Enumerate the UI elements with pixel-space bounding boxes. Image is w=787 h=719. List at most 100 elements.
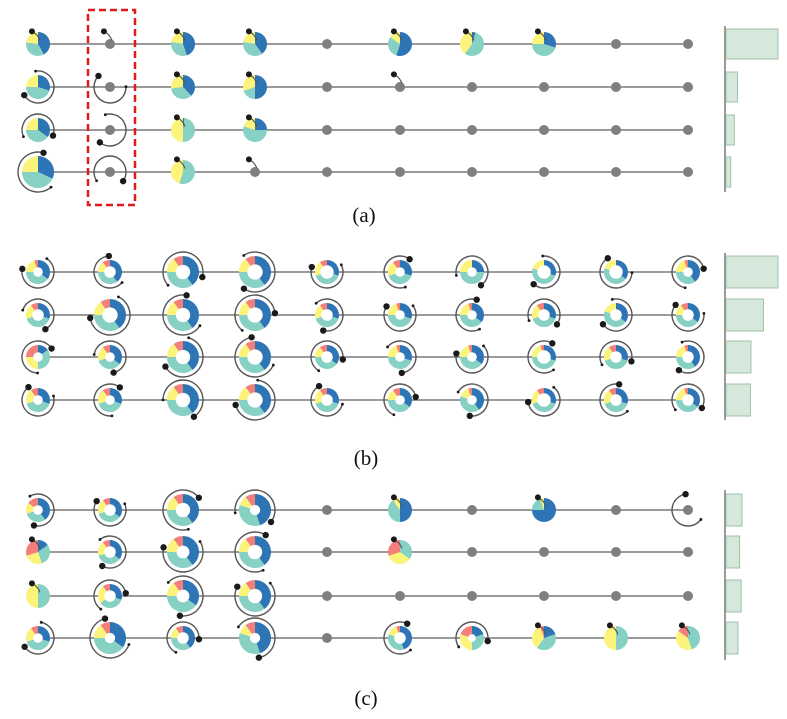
- glyph-hole: [33, 267, 43, 277]
- glyph-ring: [93, 340, 127, 374]
- glyph-ring: [602, 298, 633, 332]
- glyph-slice: [38, 498, 50, 520]
- event-glyph: [160, 536, 204, 573]
- glyph-ring: [21, 258, 55, 289]
- glyph-slice: [183, 580, 199, 606]
- ring-tick: [34, 69, 38, 73]
- glyph-ring: [383, 255, 411, 289]
- timeline-node: [467, 591, 477, 601]
- glyph-ring: [234, 582, 276, 617]
- glyph-slice: [167, 357, 193, 373]
- timeline-node: [395, 591, 405, 601]
- ring-tick: [456, 390, 460, 394]
- event-glyph: [388, 536, 412, 564]
- stem-handle: [534, 622, 541, 629]
- glyph-slice: [400, 626, 412, 650]
- glyph-hole: [249, 504, 261, 516]
- glyph-ring: [234, 531, 267, 573]
- glyph-hole: [33, 505, 43, 515]
- glyph-slice: [38, 31, 51, 55]
- ring-handle: [466, 412, 473, 420]
- event-glyph: [455, 296, 484, 332]
- glyph-hole: [105, 395, 115, 405]
- ring-tick: [52, 394, 55, 398]
- glyph-hole: [247, 588, 263, 604]
- glyph-hole: [321, 351, 333, 363]
- glyph-slice: [255, 622, 272, 654]
- glyph-hole: [247, 392, 263, 408]
- event-glyph: [383, 255, 413, 289]
- ring-handle: [240, 285, 248, 292]
- glyph-slice: [38, 118, 50, 138]
- glyph-slice: [388, 400, 410, 412]
- event-glyph: [675, 340, 705, 374]
- glyph-slice: [315, 400, 339, 412]
- panel-b-label: (b): [354, 446, 379, 470]
- glyph-slice: [110, 540, 122, 560]
- glyph-slice: [183, 299, 199, 328]
- glyph-hole: [247, 264, 263, 280]
- stem-handle: [534, 28, 541, 35]
- ring-tick: [120, 281, 124, 284]
- event-glyph: [162, 251, 206, 288]
- stem-handle: [173, 114, 180, 121]
- glyph-hole: [467, 395, 477, 405]
- event-glyph: [21, 620, 55, 655]
- event-glyph: [232, 378, 276, 421]
- glyph-ring: [386, 340, 417, 374]
- glyph-slice: [183, 384, 199, 413]
- ring-tick: [233, 511, 237, 515]
- glyph-ring: [527, 386, 561, 417]
- glyph-slice: [38, 544, 50, 564]
- event-glyph: [87, 295, 131, 336]
- timeline-node: [683, 591, 693, 601]
- glyph-slice: [255, 118, 267, 130]
- glyph-ring: [671, 493, 702, 527]
- glyph-slice: [255, 256, 271, 285]
- glyph-hole: [175, 502, 191, 518]
- glyph-ring: [455, 621, 489, 648]
- glyph-slice: [678, 626, 688, 638]
- glyph-slice: [532, 626, 544, 648]
- glyph-slice: [472, 303, 484, 323]
- ring-handle: [549, 340, 556, 347]
- stem-handle: [173, 156, 180, 163]
- ring-tick: [99, 607, 103, 611]
- glyph-slice: [183, 256, 199, 285]
- event-glyph: [308, 260, 344, 289]
- glyph-ring: [671, 383, 705, 411]
- ring-handle: [255, 654, 263, 661]
- event-glyph: [21, 298, 55, 333]
- panel-a-label: (a): [352, 203, 375, 227]
- bar: [725, 156, 732, 188]
- ring-handle: [93, 497, 100, 505]
- glyph-ring: [162, 251, 204, 286]
- glyph-hole: [175, 307, 191, 323]
- event-glyph: [162, 489, 203, 531]
- ring-handle: [403, 620, 411, 627]
- glyph-slice: [183, 75, 195, 96]
- glyph-slice: [239, 357, 265, 373]
- ring-handle: [406, 256, 413, 263]
- ring-handle: [162, 363, 169, 370]
- event-glyph: [383, 383, 419, 417]
- ring-handle: [698, 404, 706, 412]
- stem-handle: [390, 28, 397, 35]
- panel-b-bar-chart: [724, 253, 779, 420]
- glyph-slice: [688, 303, 700, 323]
- glyph-slice: [388, 315, 412, 327]
- ring-tick: [117, 295, 120, 299]
- stem-handle: [462, 28, 469, 35]
- event-glyph: [383, 620, 412, 655]
- timeline-node: [250, 167, 260, 177]
- ring-tick: [314, 301, 318, 305]
- event-glyph: [671, 301, 706, 332]
- ring-handle: [99, 562, 106, 570]
- event-glyph: [21, 113, 57, 142]
- glyph-hole: [104, 266, 116, 278]
- glyph-slice: [110, 622, 126, 648]
- timeline-node: [611, 82, 621, 92]
- panel-c-bar-chart: [724, 490, 743, 660]
- glyph-slice: [239, 315, 265, 331]
- ring-tick: [699, 518, 703, 521]
